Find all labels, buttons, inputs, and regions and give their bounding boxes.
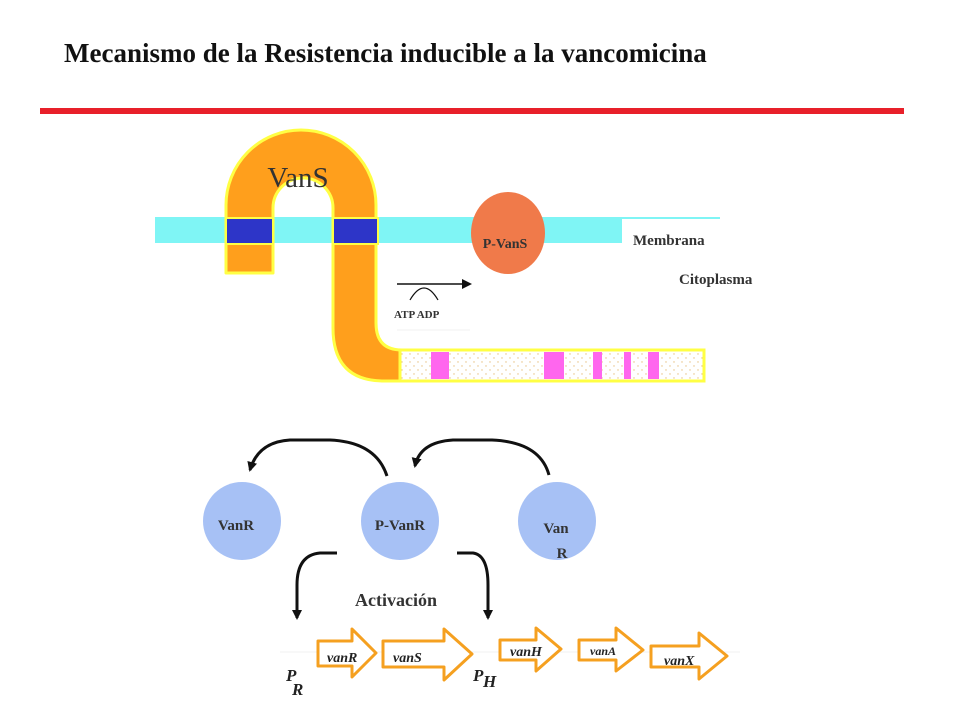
atp-adp-curve bbox=[409, 287, 439, 301]
p-vans-label: P-VanS bbox=[483, 237, 528, 252]
activacion-label: Activación bbox=[355, 590, 437, 610]
promoter-ph-p: P bbox=[472, 666, 484, 685]
phospho-arrow-left bbox=[247, 438, 389, 477]
gene-arrow-vana bbox=[577, 626, 645, 673]
p-vans-ellipse bbox=[471, 192, 545, 274]
gene-label-vanx: vanX bbox=[664, 654, 695, 669]
vans-label: VanS bbox=[267, 162, 328, 194]
membrana-label: Membrana bbox=[633, 233, 705, 249]
gene-label-vanh: vanH bbox=[510, 645, 543, 660]
gene-arrow-vanh bbox=[498, 626, 563, 673]
magenta-band bbox=[648, 352, 659, 379]
p-vanr-label: P-VanR bbox=[375, 518, 425, 534]
vanr-left-label: VanR bbox=[218, 518, 254, 534]
transmembrane-segment bbox=[225, 217, 274, 245]
gene-arrow-vanr bbox=[316, 627, 378, 679]
promoter-pr-p: P bbox=[285, 666, 297, 685]
magenta-band bbox=[431, 352, 449, 379]
activation-arrow-left bbox=[292, 551, 337, 620]
gene-label-vana: vanA bbox=[590, 644, 616, 658]
vanr-right-label-line1: Van bbox=[543, 521, 569, 537]
vanr-circle-right bbox=[518, 482, 596, 560]
atp-adp-label: ATP ADP bbox=[394, 309, 440, 321]
gene-label-vanr: vanR bbox=[327, 651, 357, 666]
promoter-pr-sub: R bbox=[291, 680, 303, 699]
transmembrane-segment bbox=[332, 217, 379, 245]
page-title: Mecanismo de la Resistencia inducible a … bbox=[64, 38, 707, 68]
gene-label-vans: vanS bbox=[393, 651, 422, 666]
promoter-ph-sub: H bbox=[482, 672, 497, 691]
vanr-right-label-line2: R bbox=[557, 546, 568, 562]
gene-arrow-vans bbox=[381, 627, 474, 682]
magenta-band bbox=[593, 352, 602, 379]
activation-arrow-right bbox=[457, 551, 493, 620]
vans-protein bbox=[224, 128, 404, 383]
vanr-circle-left bbox=[203, 482, 281, 560]
citoplasma-label: Citoplasma bbox=[679, 272, 753, 288]
gene-arrow-vanx bbox=[649, 631, 729, 681]
phospho-arrow-right bbox=[411, 438, 551, 476]
magenta-band bbox=[624, 352, 631, 379]
p-vanr-circle bbox=[361, 482, 439, 560]
magenta-band bbox=[544, 352, 564, 379]
